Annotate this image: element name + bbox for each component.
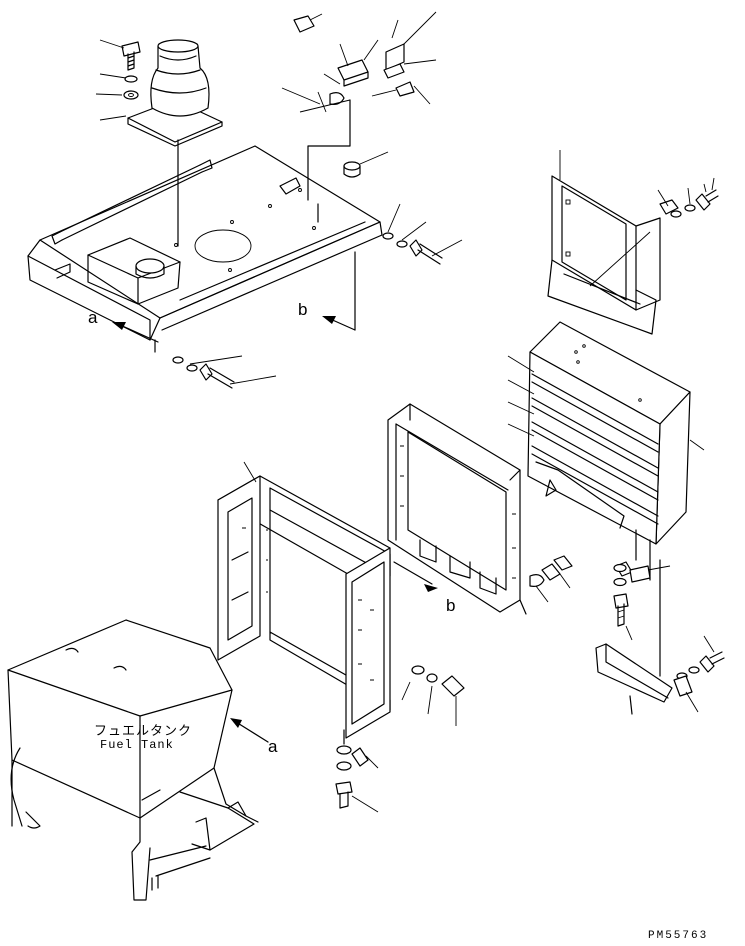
radiator-frame xyxy=(387,403,573,615)
view-a-label-bottom: a xyxy=(268,737,278,756)
shroud-fasteners xyxy=(335,665,465,813)
fuel-tank-label-jp: フュエルタンク xyxy=(94,723,193,738)
top-cover-plate xyxy=(27,145,383,341)
side-fasteners xyxy=(354,203,463,331)
shroud-panel xyxy=(217,461,438,739)
upper-right-bracket xyxy=(547,150,719,335)
bolt-top-left xyxy=(95,39,141,121)
louver-fasteners xyxy=(613,561,671,641)
view-b-label-mid: b xyxy=(446,596,456,615)
breather-boot xyxy=(127,39,223,247)
view-a-label-top: a xyxy=(88,308,98,327)
fuel-tank-label-en: Fuel Tank xyxy=(100,738,174,752)
lower-right-bracket xyxy=(595,559,725,715)
direction-arrows-top xyxy=(112,316,356,343)
view-b-label-top: b xyxy=(298,300,308,319)
fuel-tank xyxy=(7,619,269,901)
bottom-fasteners-top xyxy=(154,339,277,389)
drawing-number: PM55763 xyxy=(648,930,709,942)
latch-parts xyxy=(281,11,437,201)
louver-grille xyxy=(507,321,705,581)
grommet-top xyxy=(317,151,389,223)
